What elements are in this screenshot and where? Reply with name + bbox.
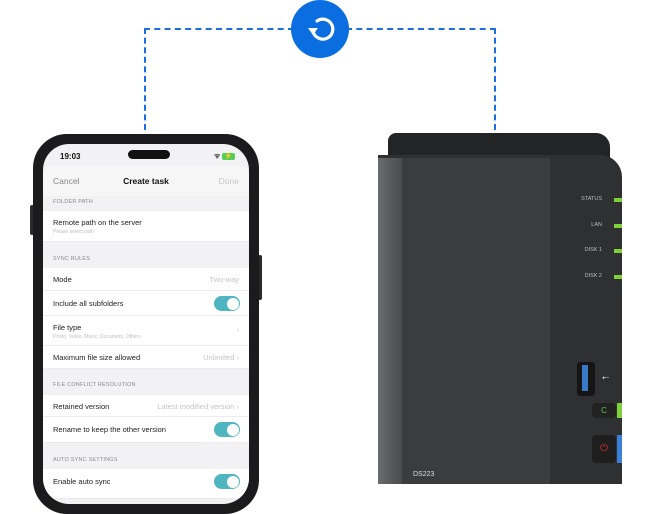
lan-led [614, 224, 622, 228]
usb-port[interactable] [577, 362, 595, 396]
status-led [614, 198, 622, 202]
chevron-right-icon: › [236, 325, 240, 334]
chevron-right-icon: › [236, 353, 240, 362]
row-value: Latest modified version [157, 402, 235, 411]
row-label: Remote path on the server [53, 218, 142, 227]
nas-front-panel [402, 158, 550, 484]
power-button[interactable]: ⏻ [592, 435, 616, 463]
sync-arrow-icon [308, 17, 335, 41]
power-led [617, 435, 622, 463]
remote-path-row[interactable]: Remote path on the server Please select … [43, 211, 249, 242]
section-sync-rules: SYNC RULES [53, 256, 91, 262]
row-value: Unlimited [203, 353, 235, 362]
max-size-row[interactable]: Maximum file size allowed Unlimited › [43, 346, 249, 369]
disk2-led [614, 275, 622, 279]
chevron-right-icon: › [236, 402, 240, 411]
connection-line-left [144, 28, 294, 130]
section-folder-path: FOLDER PATH [53, 199, 93, 205]
rename-row: Rename to keep the other version [43, 417, 249, 443]
usb-icon: ⭠ [602, 372, 610, 382]
copy-led [617, 403, 622, 418]
nas-model-label: DS223 [413, 471, 435, 478]
auto-sync-row: Enable auto sync [43, 469, 249, 499]
row-label: Mode [53, 275, 72, 284]
done-button[interactable]: Done [218, 176, 239, 186]
row-label: Maximum file size allowed [53, 353, 141, 362]
row-label: Include all subfolders [53, 299, 124, 308]
row-label: Retained version [53, 402, 110, 411]
row-subtext: Photo, Video, Music, Document, Others [53, 334, 141, 340]
nas-top [388, 133, 610, 159]
row-label: Enable auto sync [53, 477, 111, 486]
led-label: DISK 1 [584, 247, 602, 253]
wifi-battery-icon: ᯤ ⚡ [213, 153, 235, 160]
file-type-row[interactable]: File type Photo, Video, Music, Document,… [43, 316, 249, 346]
row-placeholder: Please select path [53, 229, 94, 235]
section-conflict: FILE CONFLICT RESOLUTION [53, 382, 136, 388]
phone-side-button [30, 205, 34, 235]
disk1-led [614, 249, 622, 253]
auto-sync-toggle[interactable] [214, 474, 240, 489]
rename-toggle[interactable] [214, 422, 240, 437]
section-auto-sync: AUTO SYNC SETTINGS [53, 457, 118, 463]
row-label: Rename to keep the other version [53, 425, 166, 434]
phone-side-button [258, 255, 262, 300]
led-label: STATUS [581, 196, 602, 202]
led-label: LAN [591, 222, 602, 228]
row-value: Two-way [209, 275, 239, 284]
row-label: File type [53, 323, 82, 332]
subfolders-row: Include all subfolders [43, 291, 249, 316]
nav-header: Cancel Create task Done [43, 166, 249, 196]
copy-button[interactable]: C [592, 403, 616, 418]
mode-row[interactable]: Mode Two-way [43, 268, 249, 291]
nas-left-strip [378, 158, 402, 484]
status-time: 19:03 [60, 152, 81, 161]
led-label: DISK 2 [584, 273, 602, 279]
subfolders-toggle[interactable] [214, 296, 240, 311]
phone-screen: 19:03 ᯤ ⚡ Cancel Create task Done FOLDER… [43, 144, 249, 504]
retained-version-row[interactable]: Retained version Latest modified version… [43, 395, 249, 417]
cancel-button[interactable]: Cancel [53, 176, 80, 186]
connection-line-right [346, 28, 496, 130]
dynamic-island [128, 150, 170, 159]
sync-button[interactable] [291, 0, 349, 58]
